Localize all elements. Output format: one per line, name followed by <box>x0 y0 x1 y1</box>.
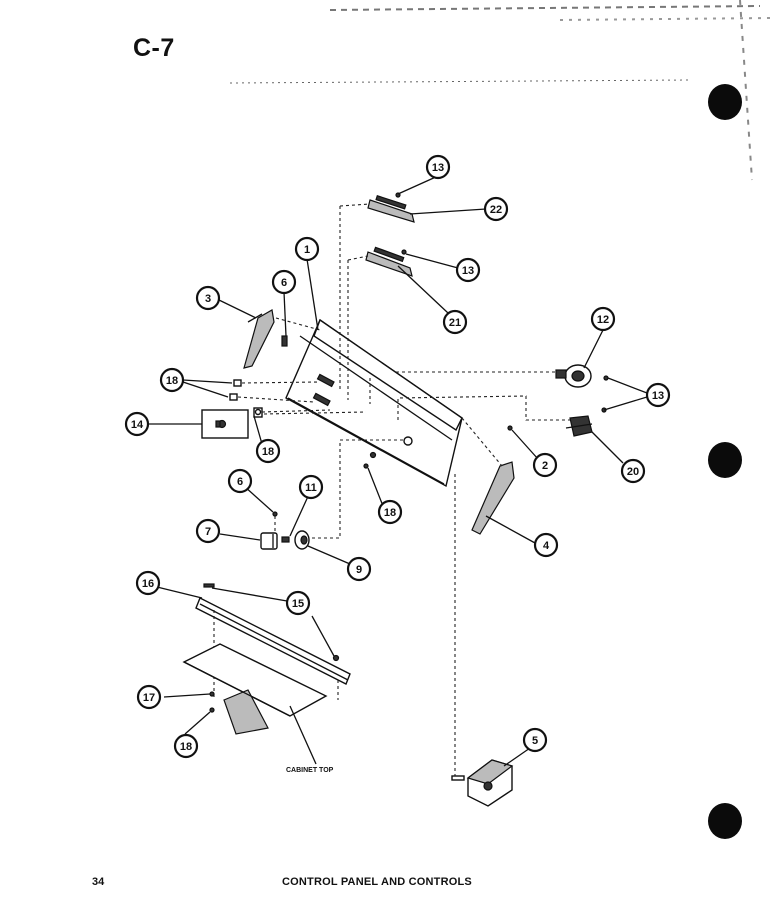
callout-2: 2 <box>532 452 558 478</box>
svg-text:18: 18 <box>180 741 192 753</box>
knob-insert-9-part <box>294 530 310 550</box>
right-end-cap-part <box>461 417 515 535</box>
left-end-cap-part <box>243 309 321 369</box>
svg-text:18: 18 <box>166 375 178 387</box>
callout-17: 17 <box>136 684 162 710</box>
top-bracket-22-part <box>367 192 415 223</box>
punch-hole-middle <box>708 442 742 478</box>
cabinet-top-label: CABINET TOP <box>286 767 334 774</box>
svg-text:14: 14 <box>131 419 144 431</box>
callout-18-bracket: 18 <box>255 438 281 464</box>
cabinet-rail-16-part <box>195 583 351 685</box>
svg-text:13: 13 <box>652 390 664 402</box>
svg-text:18: 18 <box>384 507 396 519</box>
svg-text:22: 22 <box>490 204 502 216</box>
timer-5-part <box>451 759 514 807</box>
svg-text:12: 12 <box>597 314 609 326</box>
callout-1: 1 <box>294 236 320 262</box>
svg-text:16: 16 <box>142 578 154 590</box>
punch-hole-top <box>708 84 742 120</box>
knob-7-part <box>260 532 278 550</box>
svg-text:17: 17 <box>143 692 155 704</box>
callout-21: 21 <box>442 309 468 335</box>
screw-10-part <box>363 463 369 469</box>
knob-spring-11-part <box>281 536 290 543</box>
svg-text:3: 3 <box>205 293 211 305</box>
callout-13-top: 13 <box>425 154 451 180</box>
svg-text:21: 21 <box>449 317 461 329</box>
svg-text:4: 4 <box>543 540 550 552</box>
callout-18-bottom: 18 <box>173 733 199 759</box>
callout-6-upper: 6 <box>271 269 297 295</box>
callout-20: 20 <box>620 458 646 484</box>
page-code: C-7 <box>133 34 175 62</box>
page-number: 34 <box>92 876 105 888</box>
svg-text:13: 13 <box>462 265 474 277</box>
leader-lines <box>148 175 648 767</box>
svg-text:18: 18 <box>262 446 274 458</box>
callout-18-left: 18 <box>159 367 185 393</box>
callout-9: 9 <box>346 556 372 582</box>
callout-11: 11 <box>298 474 324 500</box>
callout-22: 22 <box>483 196 509 222</box>
svg-text:11: 11 <box>305 482 317 494</box>
punch-hole-bottom <box>708 803 742 839</box>
callout-7: 7 <box>195 518 221 544</box>
svg-text:20: 20 <box>627 466 639 478</box>
callout-12: 12 <box>590 306 616 332</box>
callout-5: 5 <box>522 727 548 753</box>
svg-text:9: 9 <box>356 564 362 576</box>
bracket-14-part <box>201 407 263 439</box>
svg-text:6: 6 <box>281 277 287 289</box>
callout-13-middle: 13 <box>455 257 481 283</box>
switch-12-part <box>555 364 609 388</box>
section-title: CONTROL PANEL AND CONTROLS <box>282 876 472 888</box>
top-bracket-21-part <box>365 246 413 277</box>
svg-text:2: 2 <box>542 460 548 472</box>
svg-text:15: 15 <box>292 598 304 610</box>
screws-18-part <box>229 335 288 401</box>
svg-text:6: 6 <box>237 476 243 488</box>
callout-13-right: 13 <box>645 382 671 408</box>
svg-text:7: 7 <box>205 526 211 538</box>
callout-16: 16 <box>135 570 161 596</box>
svg-text:5: 5 <box>532 735 538 747</box>
cabinet-top-part <box>182 643 328 735</box>
svg-text:1: 1 <box>304 244 310 256</box>
switch-20-part <box>565 407 607 437</box>
scan-artifact-lines <box>229 0 771 181</box>
control-panel-part <box>285 318 463 488</box>
callout-4: 4 <box>533 532 559 558</box>
svg-text:13: 13 <box>432 162 444 174</box>
screw-6-part <box>272 511 278 532</box>
callout-3: 3 <box>195 285 221 311</box>
callout-15: 15 <box>285 590 311 616</box>
callout-18-panel: 18 <box>377 499 403 525</box>
screw-2-part <box>507 425 513 431</box>
callout-14: 14 <box>124 411 150 437</box>
callout-6-lower: 6 <box>227 468 253 494</box>
